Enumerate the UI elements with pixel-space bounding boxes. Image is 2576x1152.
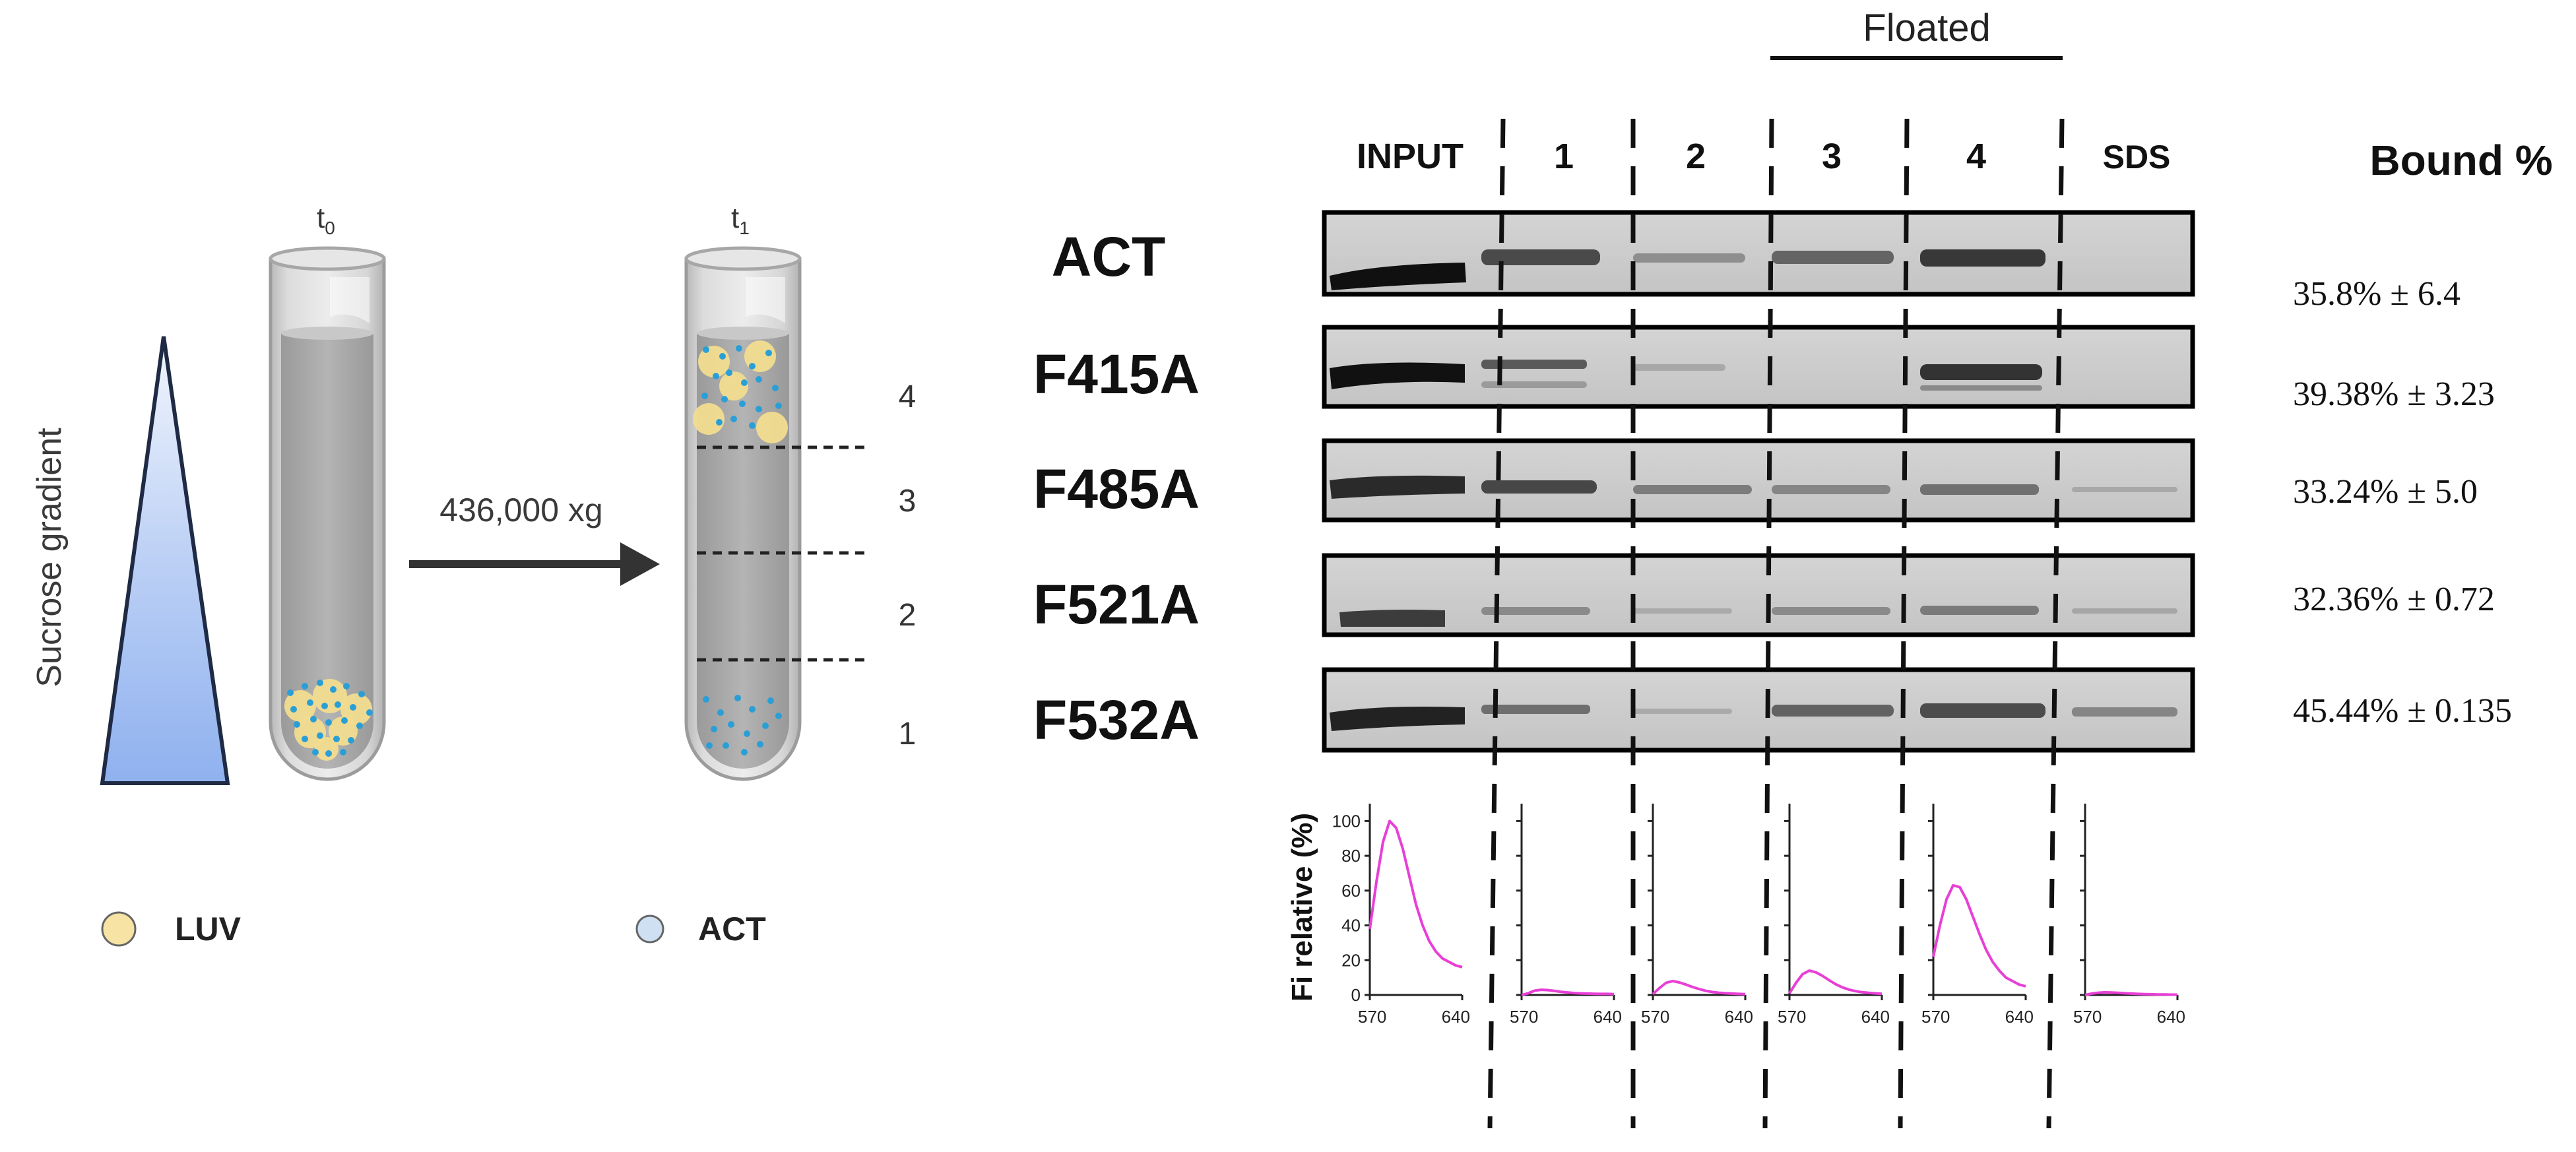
spectrum-y-tick-label: 40 <box>1341 916 1361 936</box>
column-header-input: INPUT <box>1357 137 1464 176</box>
t1-label: t1 <box>731 202 750 238</box>
spectra-y-axis-label: Fi relative (%) <box>1286 813 1318 1002</box>
lane-dividers <box>1487 118 2065 1129</box>
column-header-4: 4 <box>1966 137 1986 176</box>
column-header-1: 1 <box>1554 137 1574 176</box>
bound-value-f521a: 32.36% ± 0.72 <box>2293 581 2495 618</box>
luv-legend-label: LUV <box>175 911 242 947</box>
spectrum-x-tick-label: 640 <box>1861 1007 1890 1027</box>
spectrum-y-tick-label: 100 <box>1332 811 1361 831</box>
bound-value-act: 35.8% ± 6.4 <box>2293 275 2461 313</box>
sucrose-gradient-triangle <box>100 336 230 785</box>
sucrose-gradient-label: Sucrose gradient <box>30 428 69 688</box>
fraction-label-4: 4 <box>899 379 917 414</box>
bound-value-f532a: 45.44% ± 0.135 <box>2293 692 2512 730</box>
row-label-f415a: F415A <box>1033 343 1200 405</box>
centrifuge-arrow <box>409 542 660 586</box>
spectrum-x-tick-label: 570 <box>1510 1007 1538 1027</box>
column-header-2: 2 <box>1686 137 1706 176</box>
row-label-act: ACT <box>1052 226 1166 288</box>
spectrum-y-tick-label: 60 <box>1341 881 1361 901</box>
spectrum-panel-1: 570 640 <box>1510 804 1622 1027</box>
spectrum-panel-input: 0 20 40 60 80 100 570 640 <box>1332 804 1470 1027</box>
spectrum-line-sds <box>2084 991 2177 996</box>
act-legend-icon <box>635 914 664 944</box>
t0-label: t0 <box>317 202 335 238</box>
spectrum-x-tick-label: 640 <box>2157 1007 2185 1027</box>
luv-act-cluster-t0 <box>284 679 373 761</box>
act-legend-label: ACT <box>698 911 766 947</box>
spectrum-panel-3: 570 640 <box>1778 804 1890 1027</box>
bound-value-f485a: 33.24% ± 5.0 <box>2293 473 2478 511</box>
spectrum-x-tick-label: 570 <box>1921 1007 1950 1027</box>
spectrum-line-4 <box>1932 883 2026 988</box>
centrifuge-label: 436,000 xg <box>439 492 602 528</box>
gel-strip-f521a <box>1322 553 2195 637</box>
spectrum-x-tick-label: 640 <box>2005 1007 2034 1027</box>
tube-t0 <box>269 246 386 781</box>
tube-t1 <box>684 246 802 781</box>
spectrum-panel-2: 570 640 <box>1641 804 1753 1027</box>
bound-value-f415a: 39.38% ± 3.23 <box>2293 375 2495 413</box>
fraction-label-2: 2 <box>899 598 917 633</box>
spectrum-x-tick-label: 570 <box>1358 1007 1386 1027</box>
gel-strip-f415a <box>1322 325 2195 409</box>
column-header-sds: SDS <box>2103 139 2171 176</box>
spectrum-line-3 <box>1788 969 1883 996</box>
spectrum-panel-sds: 570 640 <box>2073 804 2185 1027</box>
column-header-3: 3 <box>1822 137 1842 176</box>
spectrum-x-tick-label: 570 <box>2073 1007 2102 1027</box>
spectrum-y-tick-label: 80 <box>1341 846 1361 866</box>
spectrum-line-1 <box>1521 988 1615 996</box>
spectrum-line-2 <box>1652 979 1746 996</box>
row-label-f521a: F521A <box>1033 573 1200 635</box>
spectrum-y-tick-label: 20 <box>1341 950 1361 970</box>
luv-legend-icon <box>101 911 137 947</box>
spectrum-x-tick-label: 640 <box>1725 1007 1753 1027</box>
spectrum-x-tick-label: 640 <box>1594 1007 1622 1027</box>
luv-floated-cluster <box>693 340 788 443</box>
row-label-f485a: F485A <box>1033 458 1200 520</box>
spectrum-x-tick-label: 570 <box>1641 1007 1669 1027</box>
spectrum-x-tick-label: 570 <box>1778 1007 1806 1027</box>
fraction-label-3: 3 <box>899 484 917 519</box>
act-free-dots <box>703 695 782 755</box>
fraction-dividers <box>697 445 871 662</box>
gel-strip-f485a <box>1322 438 2195 523</box>
floated-label: Floated <box>1863 7 1990 49</box>
fraction-label-1: 1 <box>899 717 917 752</box>
row-label-f532a: F532A <box>1033 689 1200 751</box>
spectrum-y-tick-label: 0 <box>1351 985 1361 1005</box>
gel-strip-f532a <box>1322 667 2195 753</box>
spectrum-line-input <box>1368 819 1463 969</box>
bound-header: Bound % <box>2369 137 2552 184</box>
spectra-panels: 0 20 40 60 80 100 570 640 570 640 570 640 570 640 570 6… <box>1332 804 2185 1027</box>
gel-strip-act <box>1322 210 2195 297</box>
spectrum-x-tick-label: 640 <box>1442 1007 1470 1027</box>
spectrum-panel-4: 570 640 <box>1921 804 2034 1027</box>
gel-column-headers: INPUT 1 2 3 4 SDS <box>1357 137 2170 176</box>
